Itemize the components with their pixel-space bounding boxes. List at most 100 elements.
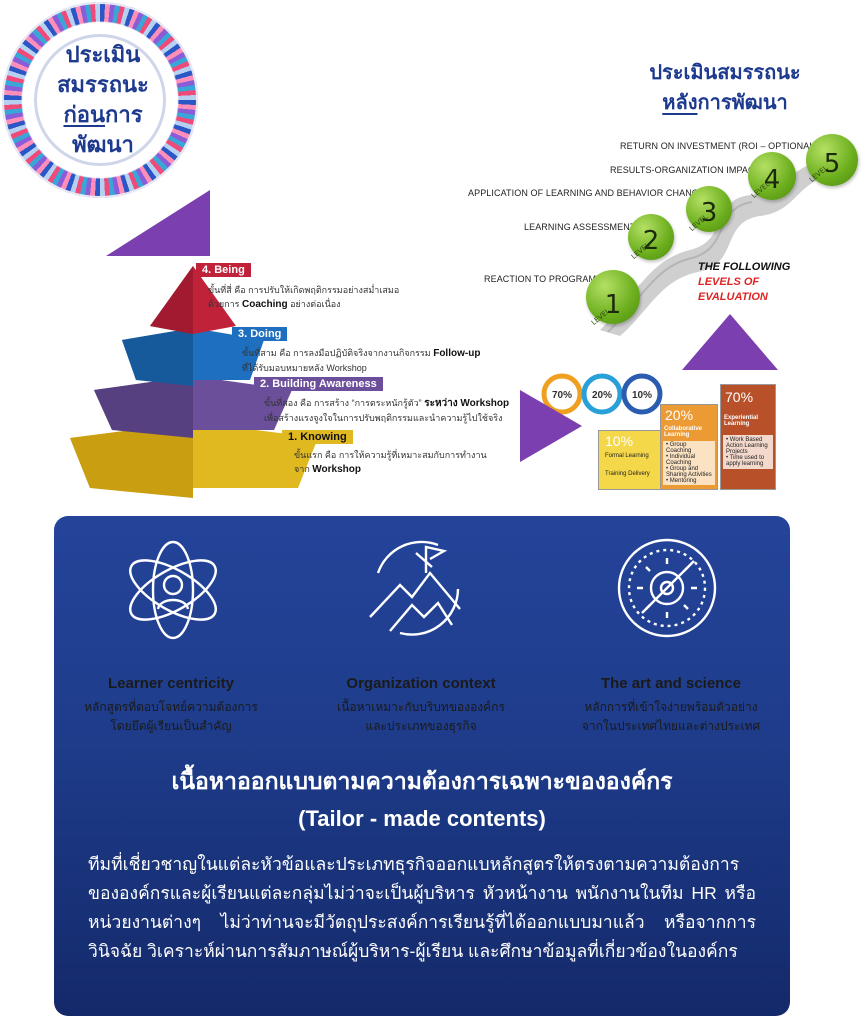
pre-title-highlight: ก่อน: [63, 102, 106, 127]
model-702010-circles: 70% 20% 10%: [541, 373, 663, 415]
model-circle-20: 20%: [592, 390, 612, 401]
model-box-70: 70% Experiential Learning • Work Based A…: [720, 384, 776, 490]
pyramid-desc-doing: ขั้นที่สาม คือ การลงมือปฏิบัติจริงจากงาน…: [242, 346, 480, 375]
pyramid-desc-building: ขั้นที่สอง คือ การสร้าง “การตระหนักรู้ตั…: [264, 396, 509, 425]
being-pre: ด้วยการ: [208, 299, 240, 309]
level-3-badge: LEVEL 3: [686, 186, 732, 233]
knowing-pre: จาก: [294, 464, 310, 474]
level-5-number: 5: [823, 149, 841, 179]
purple-triangle-icon: [520, 390, 582, 462]
feature-organization-line2: และประเภทของธุรกิจ: [365, 719, 477, 733]
pre-title-line3-rest: การ: [105, 102, 143, 127]
pyramid-desc-knowing: ขั้นแรก คือ การให้ความรู้ที่เหมาะสมกับกา…: [294, 448, 487, 477]
pyramid-desc-being: ขั้นที่สี่ คือ การปรับให้เกิดพฤติกรรมอย่…: [208, 283, 399, 312]
feature-organization-line1: เนื้อหาเหมาะกับบริบทขององค์กร: [337, 700, 505, 714]
box20-item: • Group Coaching: [666, 442, 692, 454]
model-box-20: 20% Collaborative Learning • Group Coach…: [660, 404, 718, 490]
level-2-badge: LEVEL 2: [628, 214, 674, 261]
level-1-badge: LEVEL 1: [586, 270, 640, 327]
post-title-highlight: หลัง: [662, 92, 698, 114]
box20-items: • Group Coaching • Individual Coaching •…: [663, 441, 715, 485]
box20-item: • Group and Sharing Activities: [666, 466, 712, 478]
feature-art-science-line1: หลักการที่เข้าใจง่ายพร้อมตัวอย่าง: [584, 700, 758, 714]
feature-art-science-line2: จากในประเทศไทยและต่างประเทศ: [581, 719, 761, 733]
post-assessment-title: ประเมินสมรรถนะ หลังการพัฒนา: [600, 58, 850, 118]
feature-learner-line2: โดยยึดผู้เรียนเป็นสำคัญ: [110, 719, 232, 733]
level-4-number: 4: [763, 165, 781, 195]
box70-item: • Work Based Action Learning Projects: [726, 437, 768, 455]
pyramid-desc-being-line1: ขั้นที่สี่ คือ การปรับให้เกิดพฤติกรรมอย่…: [208, 285, 400, 295]
box20-title: Collaborative Learning: [664, 426, 703, 438]
post-title-line2: หลังการพัฒนา: [600, 88, 850, 118]
knowing-bold: Workshop: [312, 464, 362, 475]
pyramid-tag-doing: 3. Doing: [232, 327, 288, 341]
levels-caption-line2: LEVELS OF: [698, 276, 760, 288]
panel-headline: เนื้อหาออกแบบตามความต้องการเฉพาะขององค์ก…: [171, 768, 673, 794]
pre-title-line2: สมรรถนะ: [57, 72, 149, 97]
feature-learner-desc: หลักสูตรที่ตอบโจทย์ความต้องการ โดยยึดผู้…: [56, 698, 286, 736]
pyramid-desc-building-line1: ขั้นที่สอง คือ การสร้าง “การตระหนักรู้ตั…: [264, 396, 509, 411]
feature-art-science-desc: หลักการที่เข้าใจง่ายพร้อมตัวอย่าง จากในป…: [556, 698, 786, 736]
being-bold: Coaching: [242, 299, 288, 310]
level-2-number: 2: [642, 226, 660, 256]
pre-title-line1: ประเมิน: [65, 42, 141, 67]
levels-caption-line1: THE FOLLOWING: [698, 261, 791, 273]
level-4-badge: LEVEL 4: [748, 152, 796, 200]
levels-caption-line3: EVALUATION: [698, 291, 768, 303]
pyramid-desc-knowing-line1: ขั้นแรก คือ การให้ความรู้ที่เหมาะสมกับกา…: [294, 450, 487, 460]
pyramid-diagram: [70, 266, 318, 498]
level-4-label: RESULTS-ORGANIZATION IMPACT: [610, 165, 761, 175]
pre-assessment-ring-inner: [34, 34, 166, 166]
feature-learner-title: Learner centricity: [108, 675, 234, 692]
pyramid-desc-building-line2: เพื่อสร้างแรงจูงใจในการปรับพฤติกรรมและนำ…: [264, 413, 503, 423]
doing-bold: Follow-up: [433, 348, 481, 359]
model-circle-70: 70%: [552, 390, 572, 401]
level-5-label: RETURN ON INVESTMENT (ROI – OPTIONAL): [620, 141, 818, 151]
pyramid-desc-doing-line2: ที่ได้รับมอบหมายหลัง Workshop: [242, 363, 367, 373]
level-3-label: APPLICATION OF LEARNING AND BEHAVIOR CHA…: [468, 188, 706, 198]
purple-triangle-icon: [106, 190, 210, 256]
levels-caption: THE FOLLOWING LEVELS OF EVALUATION: [698, 260, 818, 305]
post-title-line2-rest: การพัฒนา: [697, 92, 788, 114]
feature-learner-line1: หลักสูตรที่ตอบโจทย์ความต้องการ: [84, 700, 258, 714]
box10-pct: 10%: [605, 433, 634, 449]
box20-item: • Mentoring: [666, 478, 697, 484]
level-1-label: REACTION TO PROGRAM: [484, 274, 597, 284]
feature-organization-desc: เนื้อหาเหมาะกับบริบทขององค์กร และประเภทข…: [306, 698, 536, 736]
level-1-number: 1: [604, 290, 622, 320]
pyramid-desc-doing-line1: ขั้นที่สาม คือ การลงมือปฏิบัติจริงจากงาน…: [242, 346, 480, 361]
box10-foot: Training Delivery: [605, 471, 650, 477]
pre-title-line3: ก่อนการ: [38, 100, 168, 130]
level-3-number: 3: [700, 198, 718, 228]
learner-atom-icon: [129, 540, 217, 640]
feature-organization-title: Organization context: [346, 675, 496, 692]
panel-subheadline: (Tailor - made contents): [298, 806, 546, 831]
box20-pct: 20%: [665, 407, 694, 423]
feature-art-science-title: The art and science: [600, 675, 742, 692]
building-pre: ขั้นที่สอง คือ การสร้าง “การตระหนักรู้ตั…: [264, 398, 422, 408]
doing-pre: ขั้นที่สาม คือ การลงมือปฏิบัติจริงจากงาน…: [242, 348, 431, 358]
level-2-label: LEARNING ASSESSMENT: [524, 222, 636, 232]
model-circle-10: 10%: [632, 390, 652, 401]
box70-item: • Time used to apply learning: [726, 455, 765, 467]
pre-title-line4: พัฒนา: [72, 132, 134, 157]
pyramid-desc-knowing-line2: จาก Workshop: [294, 462, 487, 477]
panel-body-text: ทีมที่เชี่ยวชาญในแต่ละหัวข้อและประเภทธุร…: [88, 854, 756, 961]
box70-title: Experiential Learning: [724, 415, 759, 427]
science-gear-icon: [617, 538, 717, 638]
box20-item: • Individual Coaching: [666, 454, 696, 466]
pyramid-tag-building-awareness: 2. Building Awareness: [254, 377, 383, 391]
pyramid-tag-being: 4. Being: [196, 263, 251, 277]
box10-title: Formal Learning: [605, 453, 649, 459]
building-bold: ระหว่าง Workshop: [424, 398, 510, 409]
box70-pct: 70%: [725, 389, 754, 405]
being-post: อย่างต่อเนื่อง: [290, 299, 341, 309]
level-5-badge: LEVEL 5: [806, 134, 858, 186]
pre-assessment-title: ประเมิน สมรรถนะ ก่อนการ พัฒนา: [38, 40, 168, 160]
purple-triangle-icon: [682, 314, 778, 370]
pyramid-tag-knowing: 1. Knowing: [282, 430, 353, 444]
post-title-line1: ประเมินสมรรถนะ: [649, 62, 801, 84]
organization-mountain-icon: [369, 540, 461, 636]
pyramid-desc-being-line2: ด้วยการ Coaching อย่างต่อเนื่อง: [208, 297, 399, 312]
box70-items: • Work Based Action Learning Projects • …: [723, 435, 773, 469]
